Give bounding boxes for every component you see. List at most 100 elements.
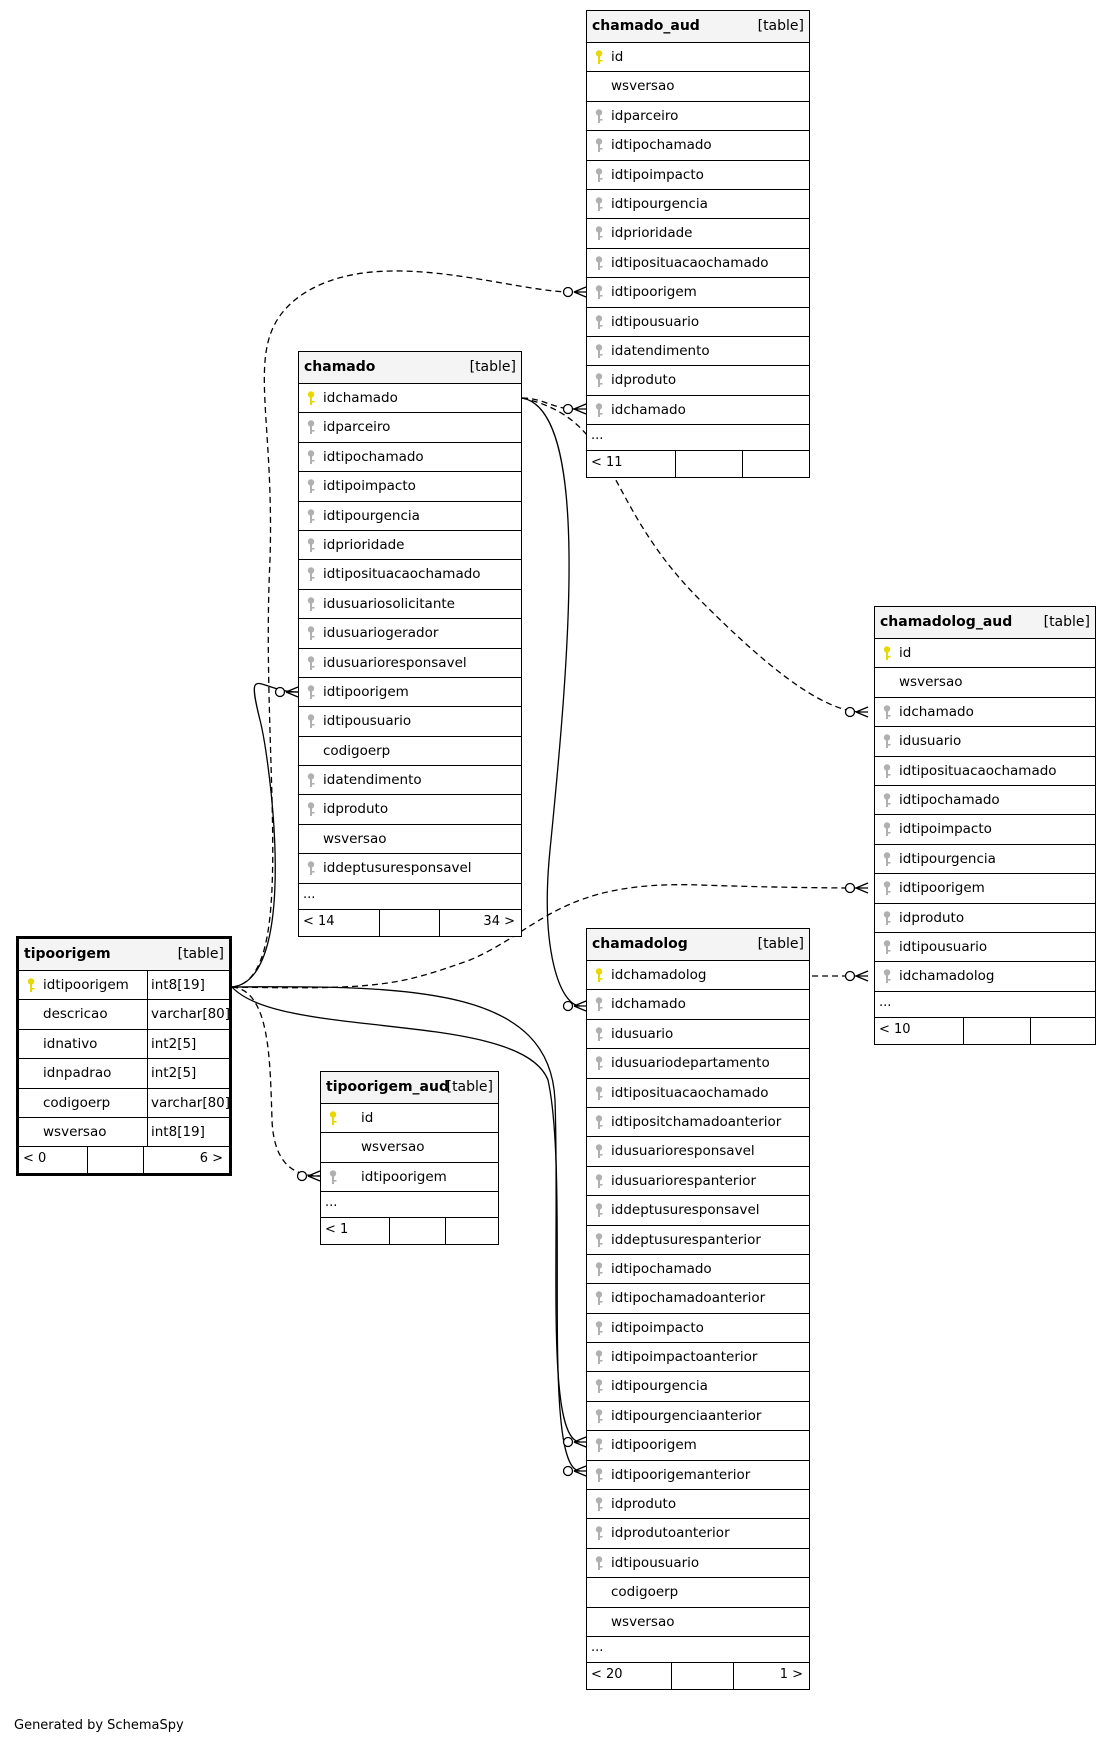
column-type: int2[5] (147, 1029, 229, 1059)
crowfoot (573, 403, 587, 415)
column-row: idusuariorespanterior (587, 1167, 809, 1197)
table-footer: < 1 (321, 1218, 498, 1245)
column-name: wsversao (323, 830, 387, 847)
column-name: idusuariodepartamento (611, 1055, 770, 1072)
parent-count[interactable]: < 11 (591, 455, 623, 471)
table-header: chamado[table] (299, 352, 521, 384)
parent-count[interactable]: < 1 (325, 1222, 349, 1238)
table-kind: [table] (757, 936, 804, 952)
column-row: idtipourgencia (587, 1372, 809, 1402)
column-name: idtipourgencia (899, 850, 996, 867)
primary-key-icon (881, 645, 893, 661)
column-row: idtipousuario (299, 707, 521, 737)
column-name: idproduto (611, 372, 677, 389)
edge-tipoorigem-to-tipoorigem-aud (231, 986, 321, 1177)
column-row: idtipoorigem (587, 278, 809, 308)
column-name: idnpadrao (43, 1065, 112, 1082)
child-count[interactable]: 1 > (779, 1666, 803, 1682)
column-name: idtipoorigem (323, 683, 409, 700)
column-row: idtipourgencia (299, 502, 521, 531)
column-name: idparceiro (323, 419, 391, 436)
more-columns-ellipsis: ... (587, 425, 809, 452)
foreign-key-icon (593, 1349, 605, 1365)
column-row: idchamadolog (875, 962, 1095, 992)
table-header: chamado_aud[table] (587, 11, 809, 43)
column-row: idtiposituacaochamado (587, 1079, 809, 1108)
column-row: idparceiro (299, 413, 521, 443)
foreign-key-icon (305, 537, 317, 553)
primary-key-icon (25, 977, 37, 993)
column-name: idproduto (611, 1496, 677, 1513)
more-columns-ellipsis: ... (587, 1637, 809, 1663)
column-name: idtipoimpactoanterior (611, 1349, 758, 1366)
column-name: descricao (43, 1006, 108, 1023)
column-row: idtipousuario (875, 933, 1095, 963)
column-row: idproduto (875, 904, 1095, 933)
column-name: wsversao (899, 674, 963, 691)
crowfoot (855, 970, 869, 982)
foreign-key-icon (593, 996, 605, 1012)
column-row: idtipoorigemanterior (587, 1461, 809, 1491)
foreign-key-icon (593, 1202, 605, 1218)
foreign-key-icon (305, 655, 317, 671)
table-footer: < 11 (587, 451, 809, 478)
column-row: idprioridade (299, 531, 521, 561)
column-row: idprodutoanterior (587, 1519, 809, 1549)
foreign-key-icon (305, 449, 317, 465)
column-row: codigoerp (299, 737, 521, 767)
column-name: idtipochamado (611, 1260, 712, 1277)
edge-marker (274, 686, 286, 698)
footer-divider (439, 909, 440, 936)
column-row: idtiposituacaochamado (587, 249, 809, 279)
parent-count[interactable]: < 10 (879, 1021, 911, 1037)
edge-chamado-to-chamadolog (521, 397, 581, 1007)
column-name: wsversao (611, 1613, 675, 1630)
child-count[interactable]: 34 > (483, 913, 515, 929)
crowfoot (855, 882, 869, 894)
parent-count[interactable]: < 14 (303, 913, 335, 929)
table-name: chamado_aud (592, 18, 700, 34)
foreign-key-icon (305, 860, 317, 876)
column-name: codigoerp (323, 742, 391, 759)
edge-chamado-to-chamadolog-aud (521, 397, 863, 713)
column-row: idusuariosolicitante (299, 590, 521, 620)
column-name: idtipousuario (323, 713, 412, 730)
column-row: idusuario (587, 1020, 809, 1050)
column-row: idtipourgencia (587, 190, 809, 220)
edge-tipoorigem-to-chamado-aud (231, 270, 581, 988)
column-name: idchamado (611, 996, 686, 1013)
column-name: codigoerp (43, 1094, 111, 1111)
column-row: id (587, 43, 809, 73)
foreign-key-icon (593, 1555, 605, 1571)
column-type: varchar[80] (147, 1000, 230, 1029)
foreign-key-icon (593, 1437, 605, 1453)
column-row: idchamado (587, 990, 809, 1020)
column-row: idprioridade (587, 219, 809, 249)
column-row: idtipoimpacto (587, 161, 809, 190)
column-name: idusuario (899, 733, 962, 750)
column-name: idtipourgencia (611, 195, 708, 212)
foreign-key-icon (305, 508, 317, 524)
primary-key-icon (327, 1110, 339, 1126)
footer-divider (742, 451, 743, 478)
column-type: varchar[80] (147, 1088, 230, 1117)
column-name: idtipoorigem (361, 1168, 447, 1185)
table-name: tipoorigem (24, 946, 111, 962)
column-name: idtipourgencia (611, 1378, 708, 1395)
column-row: idtipoorigem (587, 1431, 809, 1461)
table-footer: < 0 6 > (19, 1147, 229, 1174)
foreign-key-icon (305, 566, 317, 582)
child-count[interactable]: 6 > (199, 1151, 223, 1167)
column-name: id (361, 1110, 374, 1126)
parent-count[interactable]: < 20 (591, 1666, 623, 1682)
parent-count[interactable]: < 0 (23, 1151, 47, 1167)
foreign-key-icon (881, 763, 893, 779)
